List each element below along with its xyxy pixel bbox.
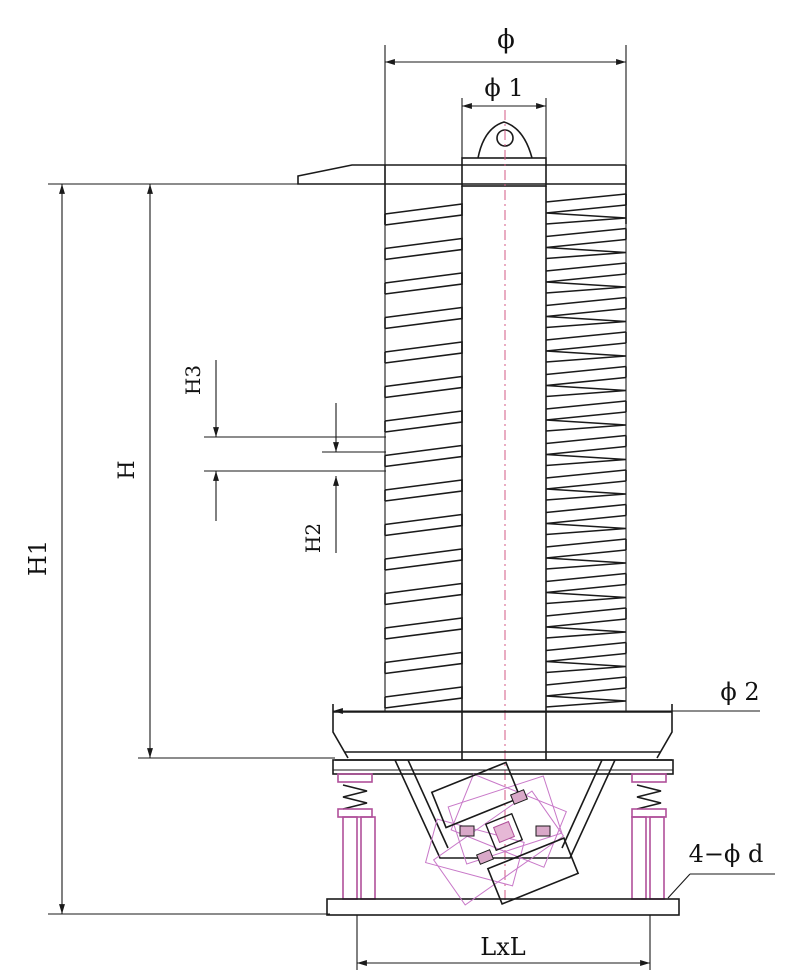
spiral-coil-right: [545, 607, 627, 639]
phi1-dimension: ϕ 1: [461, 74, 547, 158]
holes-label: 4−ϕ d: [689, 840, 764, 868]
spiral-coil-right: [545, 193, 627, 225]
spiral-coil-right: [545, 469, 627, 501]
central-column: [461, 186, 547, 760]
phi1-label: ϕ 1: [484, 74, 523, 102]
h-dimension: H: [115, 184, 335, 759]
spiral-coil-left: [384, 375, 463, 399]
spiral-coil-left: [384, 306, 463, 330]
vibration-motor-upper: [430, 761, 529, 829]
spiral-coil-right: [545, 262, 627, 294]
base-dimension: LxL: [356, 915, 651, 970]
motor-hub: [459, 812, 551, 852]
left-spring: [337, 773, 373, 818]
spiral-coil-left: [384, 272, 463, 295]
bottom-pan: [332, 704, 673, 761]
vibration-motor-lower: [475, 836, 580, 906]
spiral-coil-right: [545, 503, 627, 536]
spiral-coil-left: [384, 617, 463, 640]
spiral-coil-right: [545, 434, 627, 467]
spiral-coil-left: [384, 582, 463, 606]
spiral-coil-left: [384, 341, 463, 364]
phi-label: ϕ: [497, 25, 515, 55]
base-plate: [326, 898, 680, 916]
h2-dimension: H2: [301, 403, 386, 553]
left-leg: [342, 816, 376, 900]
right-spring: [631, 773, 667, 818]
spiral-coil-left: [384, 479, 463, 502]
spiral-coil-right: [545, 227, 627, 260]
phi2-dimension: ϕ 2: [333, 678, 760, 714]
spiral-coil-right: [545, 296, 627, 329]
spiral-coil-left: [384, 410, 463, 433]
spiral-coil-left: [384, 686, 463, 709]
spiral-coil-left: [384, 203, 463, 226]
spiral-coil-left: [384, 444, 463, 468]
phi-dimension: ϕ: [384, 25, 627, 185]
h2-label: H2: [301, 523, 325, 553]
spiral-coil-left: [384, 651, 463, 675]
spiral-coil-right: [545, 400, 627, 432]
h1-dimension: H1: [24, 183, 330, 915]
spiral-coil-right: [545, 331, 627, 363]
base-label: LxL: [480, 933, 525, 961]
h3-dimension: H3: [181, 360, 386, 521]
spiral-coil-left: [384, 237, 463, 261]
right-leg: [631, 816, 665, 900]
spiral-outer-shell: [384, 190, 627, 712]
spiral-coil-right: [545, 641, 627, 674]
spiral-coil-right: [545, 572, 627, 605]
h-label: H: [115, 460, 140, 479]
phi2-label: ϕ 2: [720, 678, 759, 706]
h1-label: H1: [24, 540, 52, 576]
h3-label: H3: [181, 365, 205, 395]
motor-platform: [332, 759, 674, 775]
spiral-coil-left: [384, 513, 463, 537]
spiral-coil-right: [545, 676, 627, 708]
spiral-coil-right: [545, 538, 627, 570]
spiral-coil-left: [384, 548, 463, 571]
motor-mount: [394, 759, 616, 906]
holes-callout: 4−ϕ d: [667, 840, 775, 899]
spiral-coil-right: [545, 365, 627, 398]
